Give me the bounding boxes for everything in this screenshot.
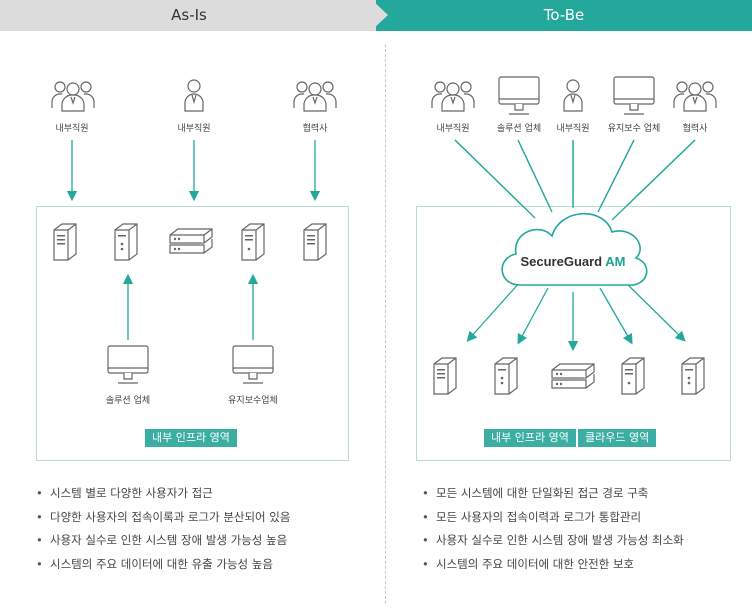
list-item: 시스템의 주요 데이터에 대한 유출 가능성 높음 — [36, 553, 290, 577]
cloud-shape — [501, 212, 648, 286]
tobe-arrow-1 — [466, 281, 521, 342]
product-logo: SecureGuard AM — [520, 254, 626, 269]
asis-user-label: 내부직원 — [55, 124, 89, 134]
server-rack-icon — [551, 363, 595, 389]
tobe-arrow-5 — [624, 281, 686, 342]
asis-vendor-label: 솔루션 업체 — [105, 396, 151, 406]
tobe-user-label: 솔루션 업체 — [496, 124, 542, 134]
list-item: 시스템 별로 다양한 사용자가 접근 — [36, 482, 290, 506]
tobe-line-2 — [517, 139, 553, 213]
tobe-infra-badge: 내부 인프라 영역 — [484, 429, 576, 447]
asis-user-label: 협력사 — [302, 124, 328, 134]
monitor-icon — [498, 76, 540, 115]
server-tower-icon — [114, 223, 138, 261]
monitor-icon — [613, 76, 655, 115]
asis-infra-badge: 내부 인프라 영역 — [145, 429, 237, 447]
list-item: 시스템의 주요 데이터에 대한 안전한 보호 — [422, 553, 684, 577]
tobe-line-4 — [597, 139, 635, 213]
monitor-icon — [107, 345, 149, 384]
group-icon — [293, 81, 337, 112]
section-divider — [385, 44, 386, 604]
tobe-arrow-2 — [517, 287, 549, 345]
tobe-line-1 — [454, 139, 536, 219]
product-suffix: AM — [605, 254, 626, 269]
server-tower-icon — [303, 223, 327, 261]
tobe-bullet-list: 모든 시스템에 대한 단일화된 접근 경로 구축 모든 사용자의 접속이력과 로… — [422, 482, 684, 576]
server-tower-icon — [621, 357, 645, 395]
tobe-user-label: 내부직원 — [556, 124, 590, 134]
list-item: 모든 시스템에 대한 단일화된 접근 경로 구축 — [422, 482, 684, 506]
list-item: 다양한 사용자의 접속이록과 로그가 분산되어 있음 — [36, 506, 290, 530]
list-item: 모든 사용자의 접속이력과 로그가 통합관리 — [422, 506, 684, 530]
server-tower-icon — [433, 357, 457, 395]
group-icon — [431, 81, 475, 112]
monitor-icon — [232, 345, 274, 384]
tobe-header: To-Be — [376, 0, 752, 31]
server-rack-icon — [169, 228, 213, 254]
asis-user-label: 내부직원 — [177, 124, 211, 134]
server-tower-icon — [681, 357, 705, 395]
tobe-line-5 — [611, 139, 696, 221]
asis-bullet-list: 시스템 별로 다양한 사용자가 접근 다양한 사용자의 접속이록과 로그가 분산… — [36, 482, 290, 576]
product-name: SecureGuard — [520, 254, 603, 269]
header-arrow-shape — [372, 0, 388, 30]
person-icon — [563, 79, 583, 112]
asis-vendor-label: 유지보수업체 — [228, 396, 278, 406]
asis-header: As-Is — [0, 0, 378, 31]
list-item: 사용자 실수로 인한 시스템 장애 발생 가능성 높음 — [36, 529, 290, 553]
server-tower-icon — [53, 223, 77, 261]
list-item: 사용자 실수로 인한 시스템 장애 발생 가능성 최소화 — [422, 529, 684, 553]
tobe-cloud-badge: 클라우드 영역 — [578, 429, 657, 447]
person-icon — [184, 79, 204, 112]
server-tower-icon — [241, 223, 265, 261]
group-icon — [51, 81, 95, 112]
group-icon — [673, 81, 717, 112]
tobe-user-label: 협력사 — [682, 124, 708, 134]
server-tower-icon — [494, 357, 518, 395]
tobe-user-label: 내부직원 — [436, 124, 470, 134]
tobe-arrow-4 — [599, 287, 633, 345]
tobe-user-label: 유지보수 업체 — [607, 124, 661, 134]
